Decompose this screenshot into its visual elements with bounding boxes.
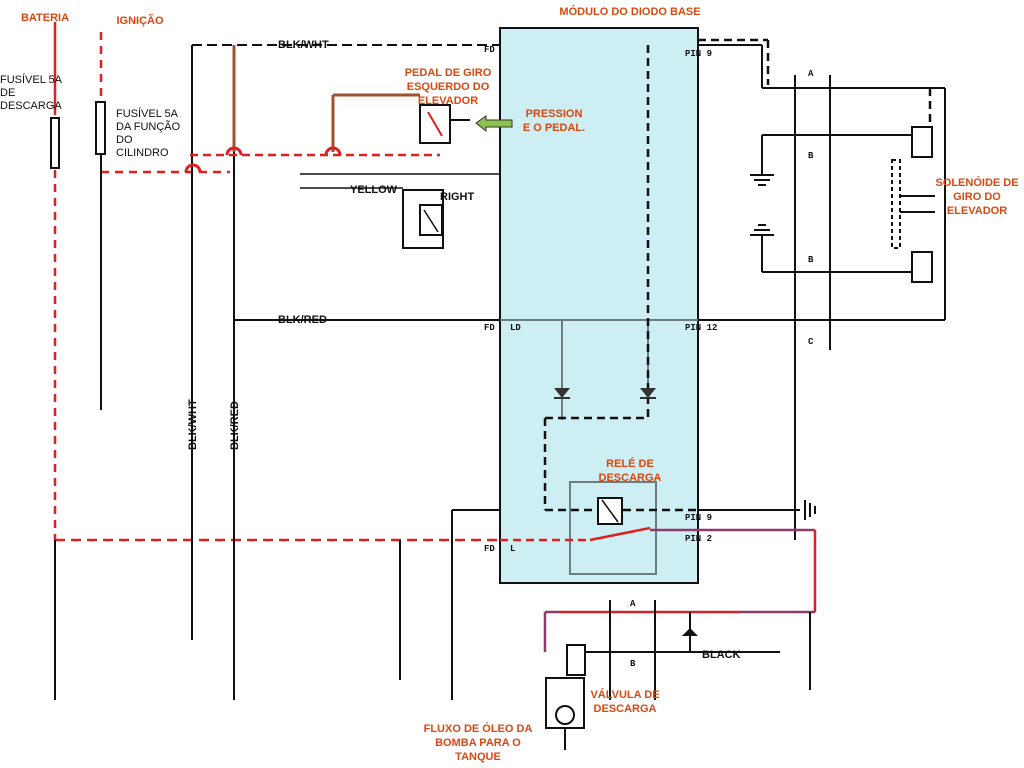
label-pedal: PEDAL DE GIRO ESQUERDO DO ELEVADOR (404, 67, 492, 107)
wire-tag-blk-wht: BLK/WHT (278, 39, 329, 51)
ignition-line (99, 32, 230, 174)
pin-ld: LD (510, 323, 521, 333)
ground-icon (750, 174, 816, 520)
pedal-loop (232, 45, 420, 152)
pin-fd-bot: FD (484, 544, 495, 554)
press-arrow-icon (475, 115, 513, 133)
black-wires (54, 44, 500, 700)
wire-tag-blk-red-vert: BLK/RED (229, 401, 241, 450)
pin-9b: PIN 9 (685, 513, 712, 523)
label-valvula: VÁLVULA DE DESCARGA (590, 689, 660, 715)
pin-l: L (510, 544, 515, 554)
fuse-discharge (50, 117, 60, 169)
label-ignicao: IGNIÇÃO (116, 15, 164, 27)
label-solenoide: SOLENÓIDE DE GIRO DO ELEVADOR (935, 177, 1019, 217)
pin-a2: A (630, 599, 636, 609)
pin-b3: B (630, 659, 636, 669)
wire-tag-black: BLACK (702, 649, 741, 661)
label-fusivel-descarga: FUSÍVEL 5A DE DESCARGA (0, 74, 62, 112)
pin-c1: C (808, 337, 814, 347)
solenoid-coil-top (911, 126, 933, 158)
pin-2: PIN 2 (685, 534, 712, 544)
label-fusivel-funcao: FUSÍVEL 5A DA FUNÇÃO DO CILINDRO (116, 108, 181, 159)
wire-tag-right: RIGHT (440, 191, 475, 203)
wire-tag-yellow: YELLOW (350, 184, 398, 196)
label-bateria: BATERIA (20, 12, 70, 24)
battery-line (53, 22, 500, 542)
solenoid-circuit (698, 44, 946, 540)
label-pression: PRESSION E O PEDAL. (522, 108, 586, 134)
diode-module-box (499, 27, 699, 584)
wire-tag-blk-wht-vert: BLK/WHT (187, 399, 199, 450)
label-modulo: MÓDULO DO DIODO BASE (559, 6, 701, 18)
pin-9: PIN 9 (685, 49, 712, 59)
pin-b2: B (808, 255, 814, 265)
label-fluxo: FLUXO DE ÓLEO DA BOMBA PARA O TANQUE (423, 723, 533, 763)
pin-fd-mid: FD (484, 323, 495, 333)
pin-a1: A (808, 69, 814, 79)
pin-12: PIN 12 (685, 323, 717, 333)
label-rele: RELÉ DE DESCARGA (598, 458, 662, 484)
pin-fd-top: FD (484, 45, 495, 55)
fuse-function (95, 101, 106, 155)
solenoid-coil-bot (911, 251, 933, 283)
wire-tag-blk-red: BLK/RED (278, 314, 327, 326)
pin-b1: B (808, 151, 814, 161)
